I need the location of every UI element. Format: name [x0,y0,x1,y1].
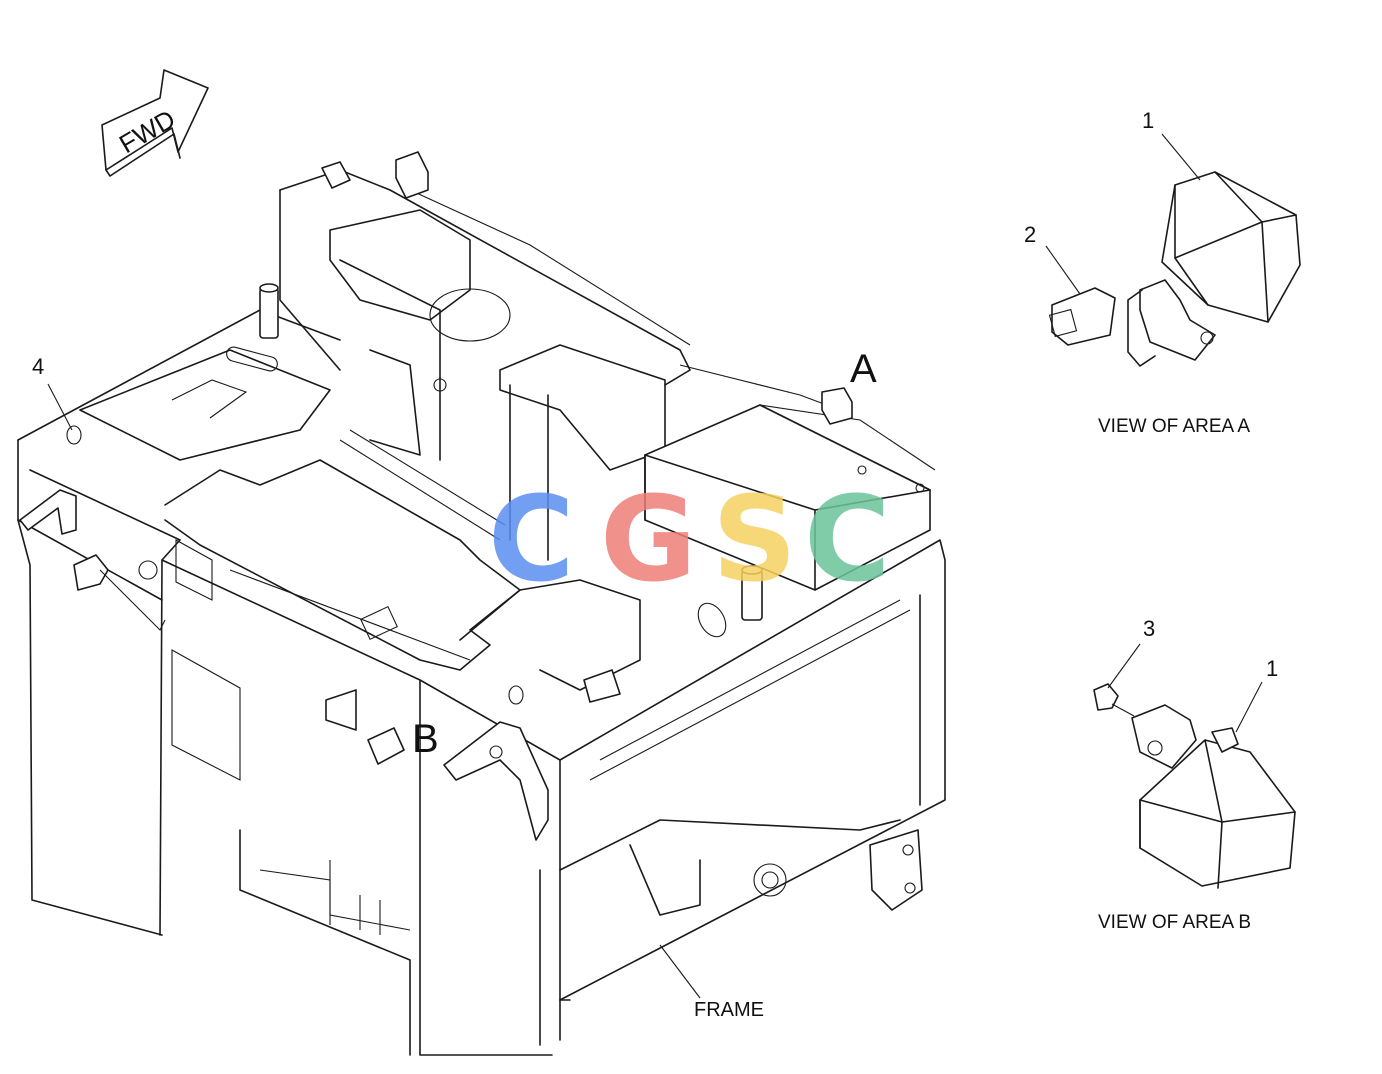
watermark-letter-1: C [488,470,575,608]
area-a-label: A [850,347,877,391]
watermark-letter-2: G [600,470,697,608]
view-area-a-caption: VIEW OF AREA A [1098,416,1250,437]
callout-4: 4 [32,354,44,379]
frame-assembly [17,151,946,1056]
callout-3: 3 [1143,616,1155,641]
view-area-b-drawing [1093,683,1296,889]
frame-label: FRAME [694,999,764,1021]
area-b-label: B [412,717,439,761]
view-area-b-caption: VIEW OF AREA B [1098,912,1251,933]
watermark-logo: C G S C [488,470,891,608]
callout-1-view-a: 1 [1142,108,1154,133]
watermark-letter-4: C [804,470,891,608]
view-area-a-drawing [1048,171,1301,367]
fwd-arrow: FWD [101,69,209,177]
callout-1-view-b: 1 [1266,656,1278,681]
callout-2: 2 [1024,222,1036,247]
watermark-letter-3: S [712,470,797,608]
